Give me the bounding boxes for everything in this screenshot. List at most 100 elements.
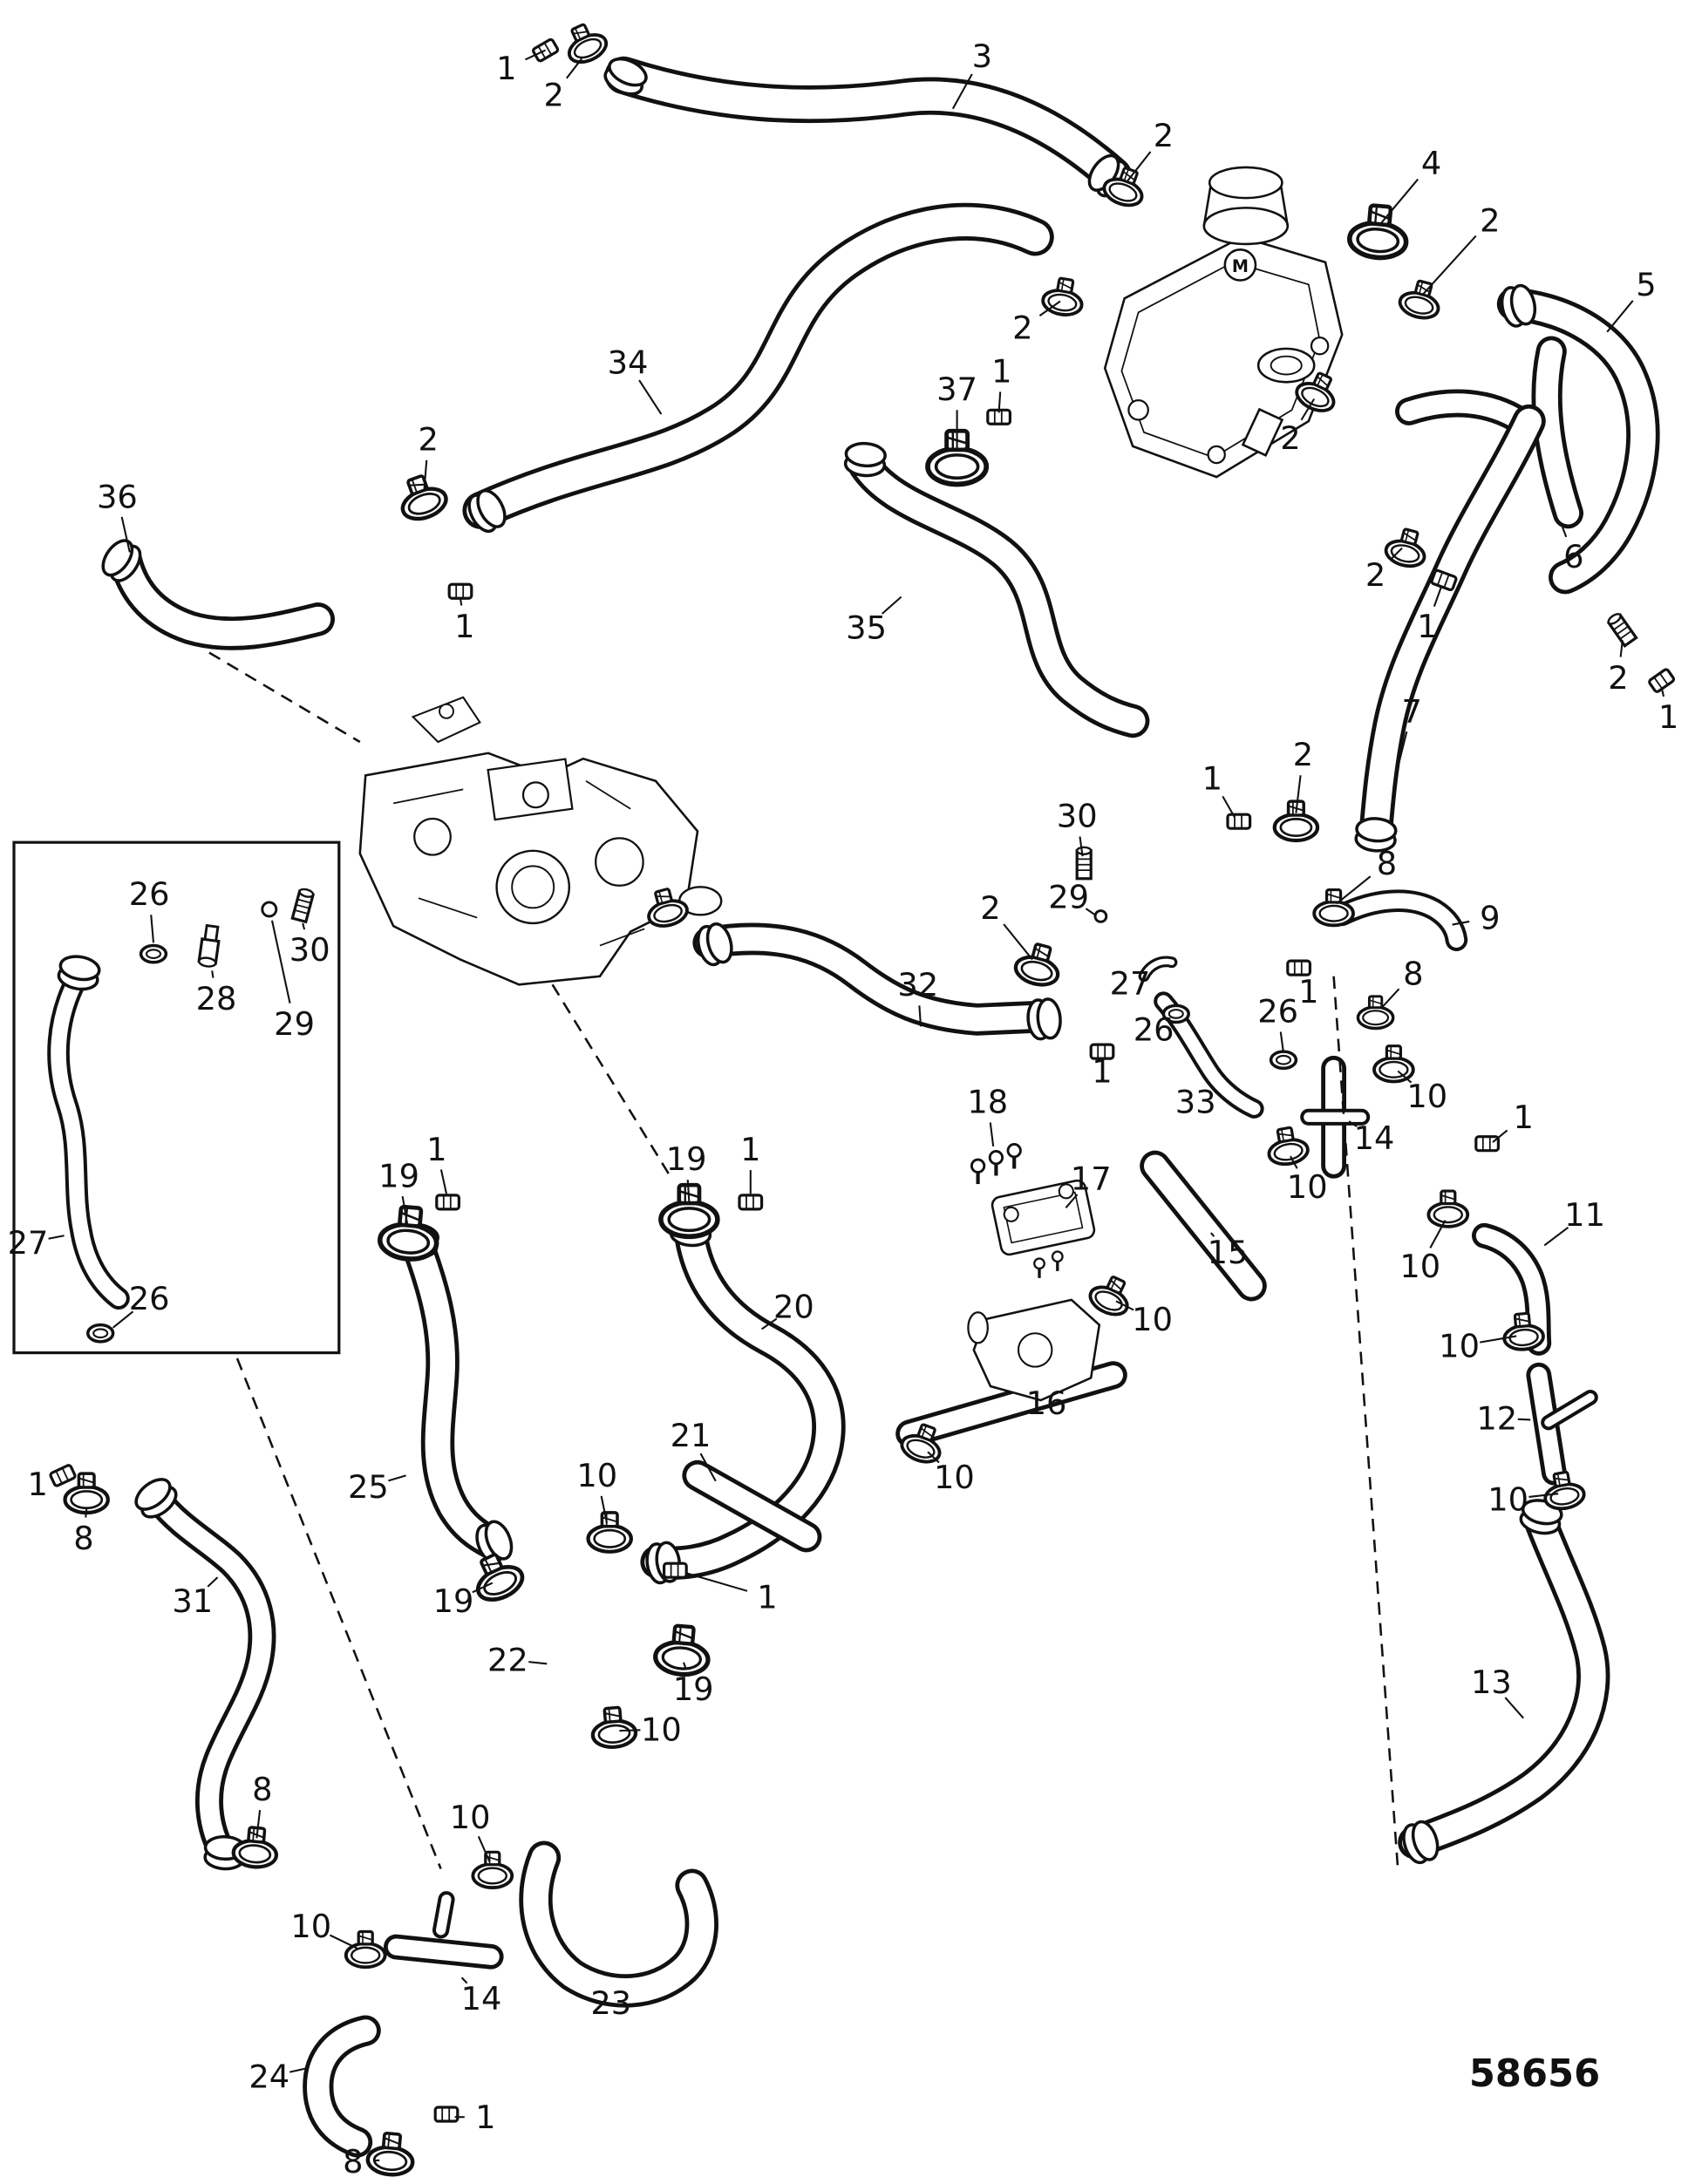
- callout-leader: [1115, 1300, 1134, 1311]
- engine-thermostat-assembly: [358, 696, 723, 986]
- callout-leader: [619, 1729, 641, 1732]
- callout-leader: [1126, 151, 1152, 182]
- callout-label: 8: [1377, 845, 1397, 882]
- oring-icon: [1093, 909, 1108, 923]
- callout-label: 15: [1208, 1234, 1249, 1271]
- callout-label: 1: [426, 1131, 446, 1168]
- callout-label: 37: [936, 371, 977, 408]
- callout-label: 17: [1071, 1160, 1112, 1197]
- callout-label: 3: [972, 37, 992, 75]
- callout-leader: [1210, 1232, 1215, 1237]
- callout-label: 22: [487, 1641, 528, 1678]
- callout-label: 14: [461, 1980, 502, 2017]
- callout-leader: [289, 2067, 308, 2073]
- callout-label: 34: [608, 344, 649, 382]
- callout-label: 24: [248, 2058, 289, 2096]
- callout-leader: [1480, 1335, 1517, 1344]
- callout-label: 30: [289, 931, 330, 969]
- caps-and-fittings: [86, 610, 1638, 1344]
- cap-icon: [139, 943, 168, 964]
- callout-label: 1: [475, 2099, 495, 2136]
- hose-clamp-icon: [558, 17, 612, 70]
- callout-label: 16: [1026, 1385, 1067, 1422]
- callout-leader: [638, 379, 663, 415]
- callout-leader: [401, 1195, 409, 1225]
- callout-leader: [1295, 775, 1302, 813]
- callout-leader: [1079, 836, 1084, 857]
- callout-leader: [1562, 527, 1568, 538]
- callout-label: 10: [450, 1799, 491, 1836]
- callout-label: 4: [1421, 145, 1441, 182]
- callout-leader: [989, 1122, 995, 1147]
- callout-leader: [302, 922, 306, 930]
- callout-label: 1: [740, 1131, 760, 1168]
- callout-label: 1: [454, 608, 474, 645]
- callout-leader: [1433, 587, 1442, 607]
- callout-leader: [566, 58, 583, 79]
- callout-leader: [686, 1180, 691, 1202]
- callout-leader: [459, 598, 463, 606]
- callout-leader: [683, 1662, 687, 1670]
- callout-leader: [951, 73, 973, 110]
- callout-leader: [1003, 923, 1033, 961]
- callout-leader: [1504, 1697, 1524, 1719]
- callout-leader: [388, 1474, 406, 1482]
- callout-leader: [1038, 300, 1061, 316]
- callout-label: 1: [1202, 759, 1222, 797]
- callout-leader: [1397, 731, 1408, 768]
- callout-leader: [1543, 1226, 1569, 1247]
- callout-label: 30: [1057, 798, 1098, 835]
- callout-label: 20: [773, 1289, 814, 1326]
- inset-detail-box: [12, 840, 341, 1355]
- callout-leader: [1336, 875, 1372, 905]
- callout-label: 8: [252, 1771, 272, 1808]
- reference-lines: [208, 651, 1399, 1869]
- callout-label: 1: [496, 50, 516, 87]
- callout-label: 2: [1365, 556, 1385, 594]
- callout-label: 23: [590, 1984, 631, 2022]
- callout-label: 8: [1403, 955, 1423, 992]
- callout-label: 6: [1563, 538, 1583, 575]
- drain-valve-assembly: [967, 1144, 1101, 1402]
- callout-label: 33: [1175, 1083, 1216, 1120]
- callout-leader: [1290, 1155, 1298, 1169]
- callout-label: 19: [378, 1157, 419, 1194]
- callout-label: 1: [991, 352, 1011, 390]
- callout-label: 10: [934, 1459, 975, 1496]
- callout-leader: [1492, 1129, 1508, 1143]
- callout-label: 32: [897, 966, 938, 1004]
- callout-leader: [881, 595, 902, 615]
- callout-label: 21: [671, 1417, 711, 1454]
- callout-label: 26: [129, 875, 170, 913]
- callout-leader: [1397, 1070, 1413, 1084]
- callout-label: 26: [129, 1280, 170, 1317]
- callout-label: 19: [433, 1582, 474, 1620]
- callout-label: 26: [1134, 1010, 1174, 1048]
- callout-label: 10: [1287, 1168, 1328, 1206]
- callout-leader: [120, 516, 131, 553]
- drawing-number: 58656: [1469, 2052, 1600, 2096]
- callout-label: 25: [348, 1468, 389, 1506]
- callout-leader: [1429, 1220, 1447, 1248]
- callout-label: 35: [846, 609, 887, 647]
- callout-leader: [423, 459, 428, 492]
- callout-leader: [525, 49, 547, 61]
- callout-label: 1: [1658, 698, 1678, 736]
- callout-leader: [918, 1005, 922, 1027]
- callout-label: 1: [1092, 1052, 1112, 1090]
- callout-leader: [600, 1495, 609, 1523]
- callout-label: 28: [196, 980, 237, 1017]
- callout-leader: [329, 1934, 358, 1949]
- callout-label: 26: [1257, 993, 1298, 1031]
- callout-label: 8: [73, 1520, 93, 1557]
- callout-leader: [1517, 1418, 1531, 1421]
- callout-leader: [1065, 1194, 1079, 1208]
- fitting-icon: [1075, 846, 1093, 881]
- callout-leader: [1380, 988, 1400, 1010]
- callout-leader: [48, 1235, 65, 1240]
- callout-label: 10: [1132, 1301, 1173, 1338]
- callout-label: 1: [1298, 973, 1318, 1010]
- callout-leader: [1279, 1031, 1285, 1053]
- callout-label: 5: [1636, 266, 1656, 303]
- callout-label: 1: [1513, 1099, 1533, 1136]
